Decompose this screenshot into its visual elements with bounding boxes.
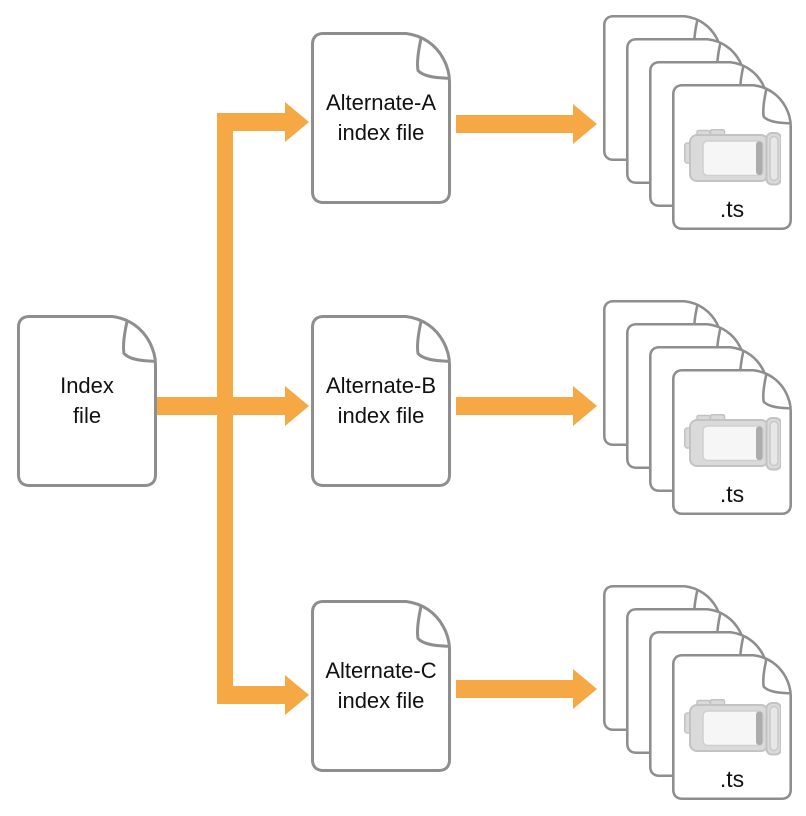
arrow-alternate-c-to-segments <box>456 669 597 709</box>
video-camera-icon <box>684 699 781 756</box>
alternate-c-index-file-node: Alternate-C index file <box>311 600 451 772</box>
arrow-index-to-alternate-a <box>217 102 309 142</box>
index-file-node: Index file <box>17 315 157 487</box>
arrow-alternate-b-to-segments <box>456 386 597 426</box>
video-camera-icon <box>684 414 781 471</box>
arrow-index-to-alternate-c <box>217 675 309 715</box>
video-camera-icon <box>684 129 781 186</box>
document-page-icon <box>17 315 157 487</box>
arrow-index-to-alternate-b <box>157 386 309 426</box>
document-page-icon <box>311 32 451 204</box>
alternate-a-index-file-node: Alternate-A index file <box>311 32 451 204</box>
arrow-alternate-a-to-segments <box>456 104 597 144</box>
ts-segment-stack-c: .ts <box>603 585 793 801</box>
ts-segment-stack-a: .ts <box>603 15 793 231</box>
document-page-icon <box>311 600 451 772</box>
alternate-b-index-file-node: Alternate-B index file <box>311 315 451 487</box>
ts-segment-stack-b: .ts <box>603 300 793 516</box>
document-page-icon <box>311 315 451 487</box>
